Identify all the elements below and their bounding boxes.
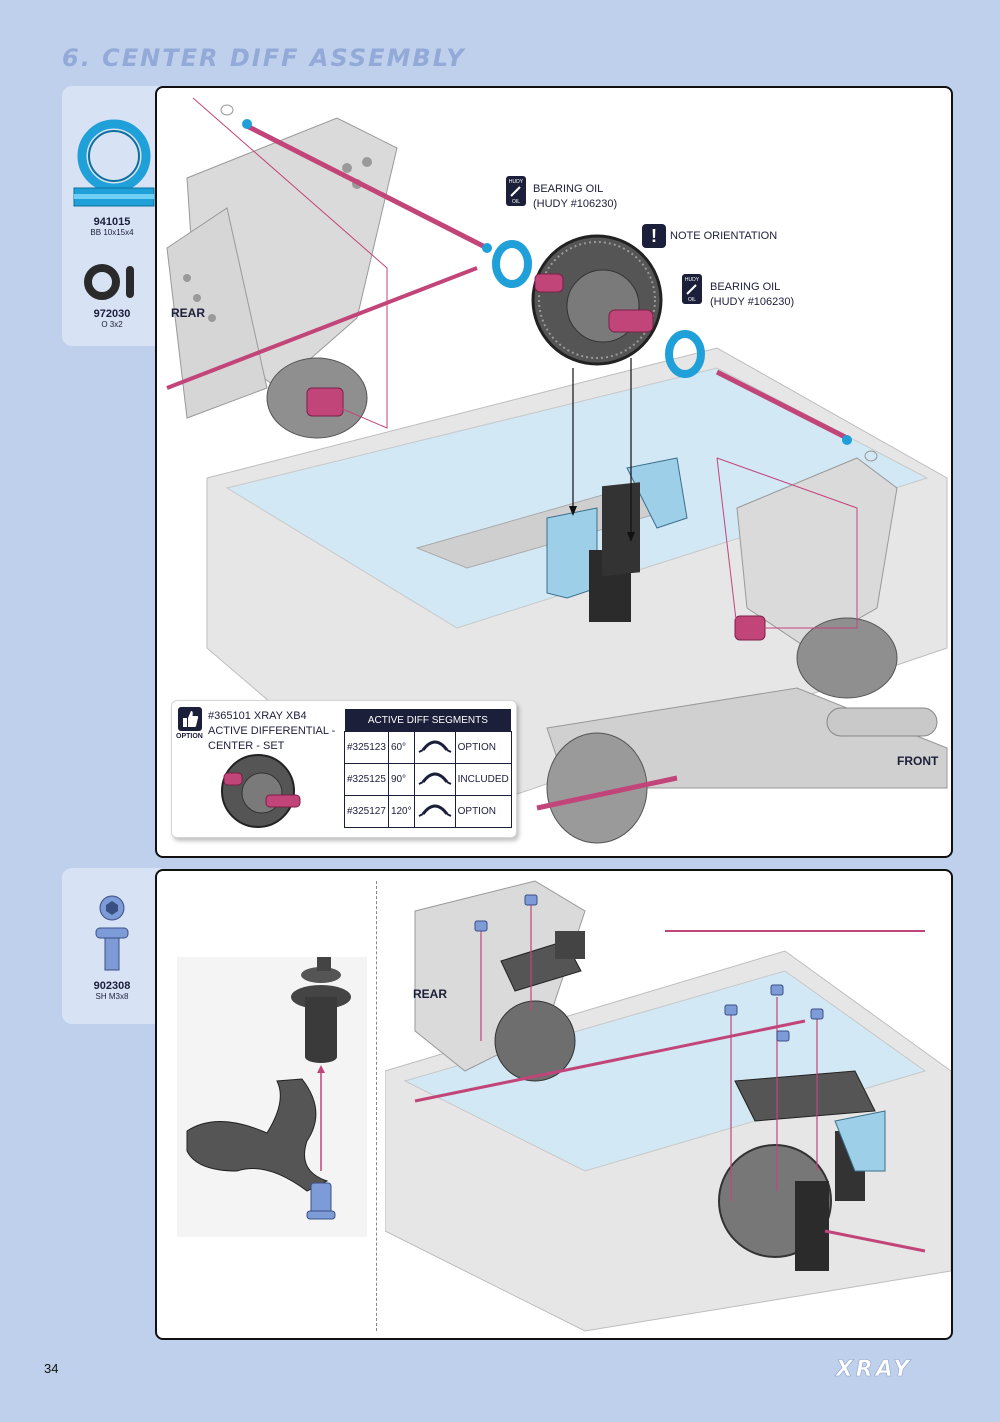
part-902308: 902308 SH M3x8 [62, 980, 162, 1002]
note-orientation: NOTE ORIENTATION [670, 230, 778, 242]
callout-line1: BEARING OIL [533, 183, 604, 195]
segment-icon [418, 804, 452, 817]
rear-label: REAR [413, 987, 448, 1001]
oil-icon-bottom: OIL [512, 199, 520, 205]
callout-line2: (HUDY #106230) [710, 296, 795, 308]
rear-label: REAR [171, 306, 206, 320]
table-row: #325127 120° OPTION [344, 795, 512, 828]
panel-divider [376, 881, 377, 1331]
brand-text: XRAY [834, 1357, 912, 1382]
table-row: #325123 60° OPTION [344, 731, 512, 764]
oil-icon-top: HUDY [509, 179, 524, 185]
parts-tab-step2: 902308 SH M3x8 [62, 868, 162, 1024]
bearing-oil-left-callout: BEARING OIL (HUDY #106230) [533, 182, 617, 212]
segment-icon [418, 740, 452, 753]
bearing-oil-icon: HUDY OIL [506, 176, 526, 206]
screw-icon [95, 895, 129, 971]
chassis-assembly-diagram [385, 880, 951, 1332]
segment-code: #325127 [344, 795, 389, 828]
option-title: #365101 XRAY XB4 ACTIVE DIFFERENTIAL - C… [208, 710, 336, 752]
segment-angle: 90° [387, 763, 415, 796]
segment-code: #325123 [344, 731, 389, 764]
part-desc: O 3x2 [101, 320, 123, 329]
table-header: ACTIVE DIFF SEGMENTS [344, 709, 512, 732]
bearing-oil-right-callout: BEARING OIL (HUDY #106230) [710, 280, 794, 310]
active-diff-image [221, 754, 301, 828]
segment-angle: 120° [387, 795, 415, 828]
xray-logo: XRAY [834, 1357, 912, 1382]
part-code: 902308 [93, 980, 131, 992]
mount-detail-diagram [177, 957, 367, 1237]
o-ring-icon [84, 264, 134, 300]
segment-icon [418, 772, 452, 785]
part-941015: 941015 BB 10x15x4 [62, 216, 162, 238]
oil-icon-bottom: OIL [688, 297, 696, 303]
part-code: 972030 [93, 308, 131, 320]
oil-icon-top: HUDY [685, 277, 700, 283]
segment-status: OPTION [454, 731, 512, 764]
front-label: FRONT [897, 754, 939, 768]
active-diff-segments-table: ACTIVE DIFF SEGMENTS #325123 60° OPTION … [344, 709, 512, 828]
part-desc: SH M3x8 [95, 992, 129, 1001]
segment-image [413, 731, 456, 764]
option-label: OPTION [176, 733, 203, 740]
option-box: OPTION #365101 XRAY XB4 ACTIVE DIFFERENT… [171, 700, 517, 838]
segment-angle: 60° [387, 731, 415, 764]
bearing-oil-icon: HUDY OIL [682, 274, 702, 304]
segment-code: #325125 [344, 763, 389, 796]
callout-line1: BEARING OIL [710, 281, 781, 293]
ball-bearing-icon [73, 119, 155, 207]
segment-status: OPTION [454, 795, 512, 828]
part-desc: BB 10x15x4 [90, 228, 134, 237]
thumbs-up-icon [178, 707, 202, 731]
segment-image [413, 795, 456, 828]
step2-panel: REAR [155, 869, 953, 1340]
page-title: 6. CENTER DIFF ASSEMBLY [62, 44, 466, 72]
table-row: #325125 90° INCLUDED [344, 763, 512, 796]
warning-icon: ! [642, 224, 666, 248]
parts-tab-step1: 941015 BB 10x15x4 972030 O 3x2 [62, 86, 162, 346]
step1-panel: REAR FRONT HUDY OIL BEARING OIL (HUDY #1… [155, 86, 953, 858]
part-code: 941015 [93, 216, 131, 228]
part-972030: 972030 O 3x2 [62, 308, 162, 330]
page-number: 34 [44, 1361, 59, 1376]
segment-status: INCLUDED [454, 763, 512, 796]
segment-image [413, 763, 456, 796]
callout-line2: (HUDY #106230) [533, 198, 618, 210]
